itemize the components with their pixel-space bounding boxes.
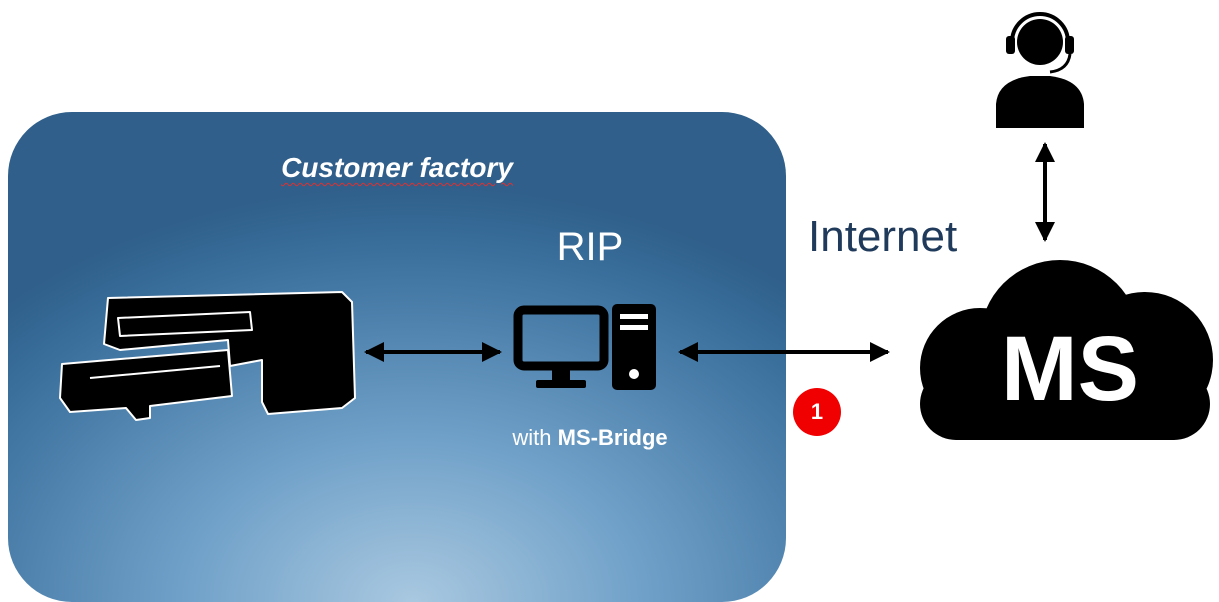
support-agent-icon [996,12,1084,128]
bridge-label: with MS-Bridge [470,425,710,451]
rip-label: RIP [556,225,624,269]
bridge-prefix: with [512,425,558,450]
bridge-name: MS-Bridge [557,425,668,450]
internet-label: Internet [808,212,958,261]
cloud-label: MS [1001,318,1139,420]
diagram-graphics: MS [59,12,1213,440]
computer-icon [513,304,656,390]
factory-title: Customer factory [281,152,513,183]
cloud-icon [920,260,1213,440]
step-badge: 1 [793,388,841,436]
printer-icon [59,291,356,421]
